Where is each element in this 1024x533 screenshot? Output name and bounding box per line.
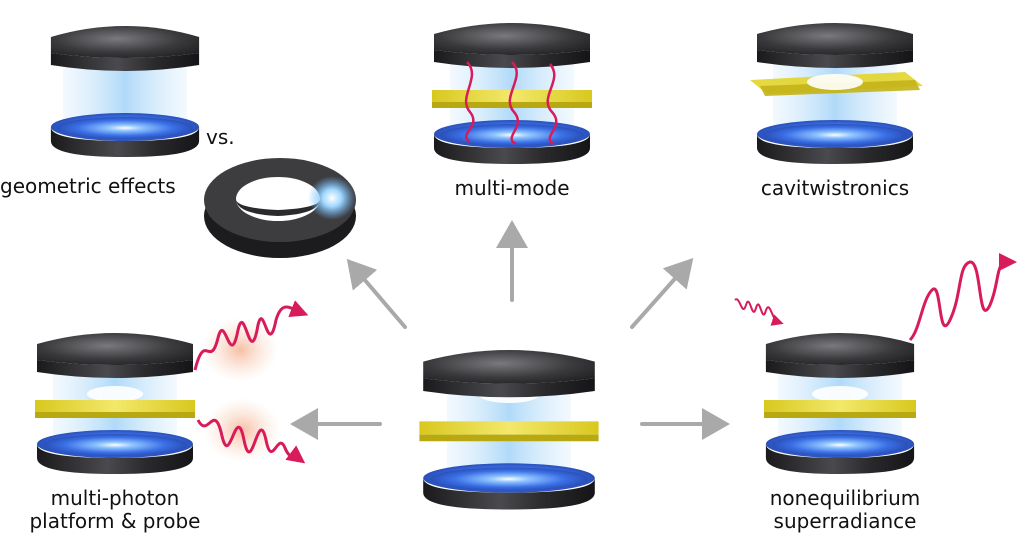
arrows (290, 220, 730, 440)
cavity-multiphoton (35, 333, 195, 474)
arrow-to-cavitwistronics (630, 258, 694, 329)
label-multi-mode: multi-mode (454, 176, 570, 200)
label-multi-photon-line2: platform & probe (29, 509, 201, 533)
cavity-multimode (432, 23, 592, 164)
arrow-to-geometric (346, 258, 407, 329)
photon-pulses-multiphoton (193, 300, 309, 464)
label-superradiance: nonequilibrium superradiance (760, 487, 930, 533)
cavity-central (419, 350, 599, 510)
label-geometric-effects: geometric effects (0, 174, 176, 198)
label-superradiance-line1: nonequilibrium (769, 486, 921, 510)
cavity-superradiance (764, 333, 916, 474)
label-multi-photon: multi-photon platform & probe (20, 487, 210, 533)
photon-pulses-superradiance (734, 253, 1017, 342)
label-vs: vs. (206, 125, 235, 149)
cavity-twist (750, 23, 923, 164)
cavity-geometric (50, 26, 200, 157)
ring-resonator (204, 158, 356, 258)
label-cavitwistronics: cavitwistronics (760, 176, 910, 200)
label-multi-photon-line1: multi-photon (50, 486, 180, 510)
label-superradiance-line2: superradiance (773, 509, 917, 533)
standing-waves (464, 61, 558, 146)
